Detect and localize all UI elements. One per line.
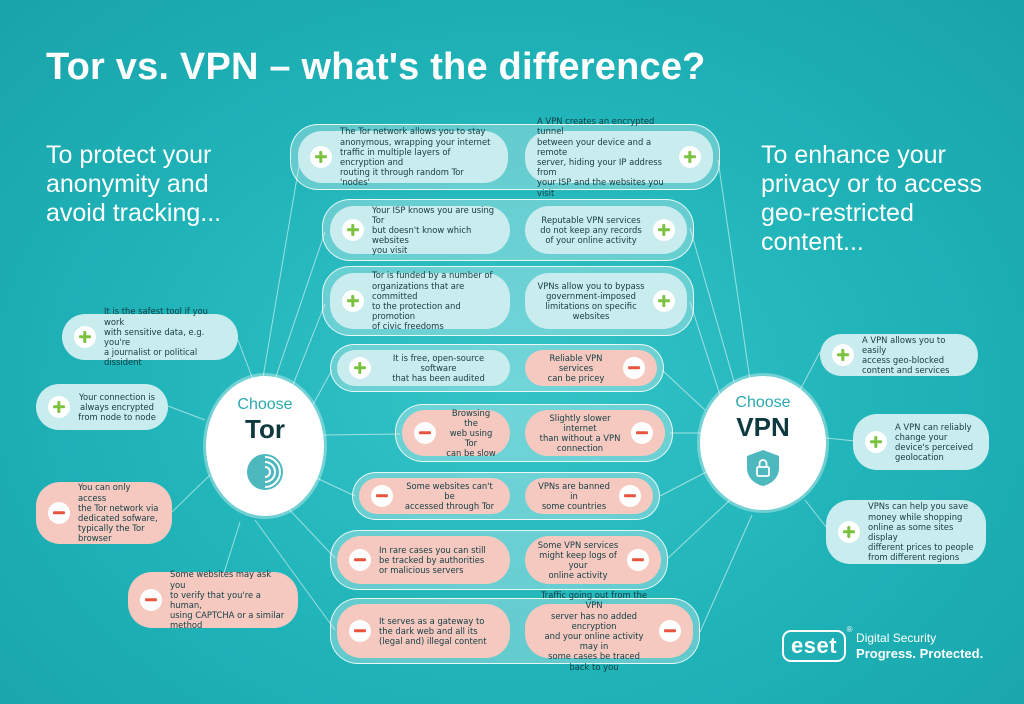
tor-point-2: Your ISP knows you are using Tor but doe… xyxy=(330,204,510,256)
tor-hub-name: Tor xyxy=(245,414,285,444)
minus-icon xyxy=(659,620,681,642)
tor-point-text: It serves as a gateway to the dark web a… xyxy=(379,615,487,647)
tor-intro-text: To protect your anonymity and avoid trac… xyxy=(46,141,222,227)
plus-icon xyxy=(74,326,96,348)
page-title: Tor vs. VPN – what's the difference? xyxy=(46,46,706,88)
vpn-point-6: VPNs are banned in some countries xyxy=(525,478,653,514)
vpn-side-point-text: A VPN allows you to easily access geo-bl… xyxy=(862,334,950,376)
registered-mark: ® xyxy=(846,625,854,634)
minus-icon xyxy=(140,589,162,611)
vpn-point-text: Reputable VPN services do not keep any r… xyxy=(540,214,642,246)
vpn-point-8: Traffic going out from the VPN server ha… xyxy=(525,590,693,672)
minus-icon xyxy=(349,620,371,642)
vpn-hub-choose: Choose xyxy=(735,394,791,411)
tor-side-point-2: Your connection is always encrypted from… xyxy=(36,384,168,430)
plus-icon xyxy=(838,521,860,543)
eset-logo-text: eset xyxy=(791,633,838,658)
tor-point-3: Tor is funded by a number of organizatio… xyxy=(330,270,510,332)
tor-point-5: Browsing the web using Tor can be slow xyxy=(402,407,510,459)
brand-tagline-1: Digital Security xyxy=(856,631,937,645)
plus-icon xyxy=(653,290,675,312)
tor-side-point-text: It is the safest tool if you work with s… xyxy=(104,306,208,368)
vpn-point-7: Some VPN services might keep logs of you… xyxy=(525,536,661,584)
tor-hub: Choose Tor xyxy=(206,376,324,516)
vpn-point-4: Reliable VPN services can be pricey xyxy=(525,350,657,386)
vpn-point-text: Slightly slower internet than without a … xyxy=(539,412,621,454)
plus-icon xyxy=(865,431,887,453)
vpn-side-point-3: VPNs can help you save money while shopp… xyxy=(826,500,986,564)
plus-icon xyxy=(48,396,70,418)
plus-icon xyxy=(342,219,364,241)
tor-side-point-text: You can only access the Tor network via … xyxy=(78,482,159,544)
tor-side-point-text: Some websites may ask you to verify that… xyxy=(170,569,285,631)
vpn-side-point-text: A VPN can reliably change your device's … xyxy=(895,421,974,463)
tor-point-text: It is free, open-source software that ha… xyxy=(392,352,485,384)
vpn-hub: Choose VPN xyxy=(700,376,826,510)
tor-side-point-text: Your connection is always encrypted from… xyxy=(78,391,156,423)
tor-point-7: In rare cases you can still be tracked b… xyxy=(337,536,510,584)
brand-tagline-2: Progress. Protected. xyxy=(856,646,984,661)
minus-icon xyxy=(414,422,436,444)
plus-icon xyxy=(310,146,332,168)
vpn-point-text: VPNs are banned in some countries xyxy=(538,480,610,512)
tor-point-text: Some websites can't be accessed through … xyxy=(404,480,495,512)
eset-brand: eset ® Digital Security Progress. Protec… xyxy=(782,625,984,662)
vpn-side-point-1: A VPN allows you to easily access geo-bl… xyxy=(820,334,978,376)
tor-point-6: Some websites can't be accessed through … xyxy=(359,478,510,514)
tor-point-text: Browsing the web using Tor can be slow xyxy=(446,407,496,459)
vpn-point-1: A VPN creates an encrypted tunnel betwee… xyxy=(525,116,713,198)
vpn-point-text: Some VPN services might keep logs of you… xyxy=(537,539,619,581)
vpn-side-point-2: A VPN can reliably change your device's … xyxy=(853,414,989,470)
tor-point-1: The Tor network allows you to stay anony… xyxy=(298,126,508,187)
eset-logo: eset ® xyxy=(782,625,853,662)
minus-icon xyxy=(619,485,641,507)
plus-icon xyxy=(832,344,854,366)
lock-shield-icon xyxy=(744,448,782,492)
tor-point-4: It is free, open-source software that ha… xyxy=(337,350,510,386)
minus-icon xyxy=(627,549,649,571)
tor-point-text: Tor is funded by a number of organizatio… xyxy=(372,270,493,332)
vpn-point-text: A VPN creates an encrypted tunnel betwee… xyxy=(537,116,664,198)
plus-icon xyxy=(653,219,675,241)
vpn-point-text: VPNs allow you to bypass government-impo… xyxy=(537,280,645,322)
plus-icon xyxy=(342,290,364,312)
minus-icon xyxy=(349,549,371,571)
minus-icon xyxy=(371,485,393,507)
tor-side-point-4: Some websites may ask you to verify that… xyxy=(128,569,298,631)
vpn-point-text: Traffic going out from the VPN server ha… xyxy=(540,590,648,672)
minus-icon xyxy=(623,357,645,379)
tor-hub-choose: Choose xyxy=(237,396,293,413)
vpn-hub-name: VPN xyxy=(736,412,790,442)
vpn-point-text: Reliable VPN services can be pricey xyxy=(547,352,605,384)
minus-icon xyxy=(631,422,653,444)
vpn-side-point-text: VPNs can help you save money while shopp… xyxy=(868,501,974,563)
vpn-point-3: VPNs allow you to bypass government-impo… xyxy=(525,273,687,329)
minus-icon xyxy=(48,502,70,524)
tor-side-point-1: It is the safest tool if you work with s… xyxy=(62,306,238,367)
vpn-point-5: Slightly slower internet than without a … xyxy=(525,410,665,456)
tor-onion-icon xyxy=(245,452,285,496)
tor-point-8: It serves as a gateway to the dark web a… xyxy=(337,604,510,658)
plus-icon xyxy=(349,357,371,379)
vpn-intro-text: To enhance your privacy or to access geo… xyxy=(761,141,982,256)
tor-point-text: In rare cases you can still be tracked b… xyxy=(379,544,486,576)
tor-point-text: The Tor network allows you to stay anony… xyxy=(340,126,491,188)
tor-side-point-3: You can only access the Tor network via … xyxy=(36,482,172,544)
vpn-point-2: Reputable VPN services do not keep any r… xyxy=(525,206,687,254)
tor-point-text: Your ISP knows you are using Tor but doe… xyxy=(372,204,495,256)
plus-icon xyxy=(679,146,701,168)
